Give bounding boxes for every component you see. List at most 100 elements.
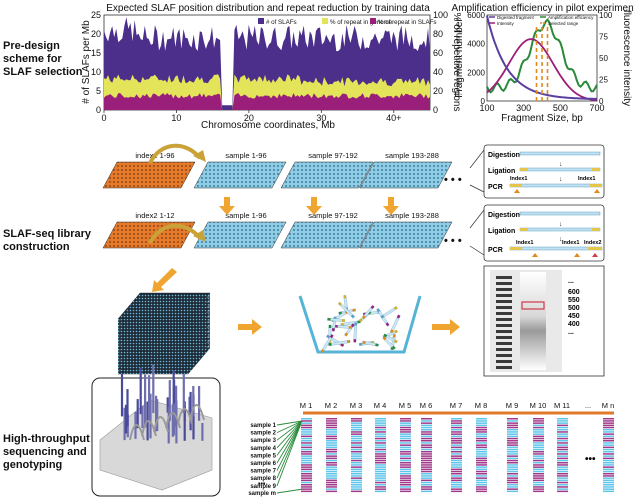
gel-ladder-band: [496, 324, 512, 327]
genotype-cell: [451, 464, 462, 466]
sample-connector-1: [276, 420, 303, 434]
panel2-primer-1: [532, 253, 538, 257]
genotype-cell: [451, 422, 462, 424]
genotype-cell: [301, 475, 312, 477]
genotype-cell: [421, 433, 432, 435]
genotype-cell: [533, 459, 544, 462]
genotype-cell: [326, 488, 337, 490]
sample-connector-0: [276, 420, 303, 426]
flowcell-cluster: [156, 399, 159, 431]
genotype-cell: [400, 481, 411, 484]
genotype-cell: [351, 444, 362, 446]
marker-label-7: M 8: [475, 401, 488, 410]
genotype-cell: [603, 453, 614, 455]
genotype-cell: [603, 451, 614, 453]
genotype-cell: [603, 464, 614, 466]
genotype-cell: [533, 446, 544, 449]
genotype-cell: [301, 422, 312, 424]
genotype-cell: [507, 479, 518, 482]
chart2-ytick-right-2: 50: [599, 54, 608, 63]
genotype-cell: [375, 470, 386, 473]
genotype-cell: [301, 473, 312, 475]
plate-row2-label-0: index2 1-12: [135, 211, 174, 220]
genotype-cell: [476, 444, 487, 446]
chart2-xtick-0: 100: [479, 103, 494, 113]
marker-label-6: M 7: [450, 401, 463, 410]
flowcell-cluster: [124, 404, 128, 434]
genotype-cell: [557, 473, 568, 475]
genotype-cell: [557, 435, 568, 438]
genotype-cell: [603, 433, 614, 435]
sample-label-last: sample m: [248, 491, 276, 497]
genotype-cell: [400, 420, 411, 422]
plate-row2-0: [102, 221, 196, 249]
genotype-cell: [476, 490, 487, 493]
gel-ladder-band: [496, 306, 512, 309]
genotype-cell: [476, 466, 487, 468]
genotype-cell: [451, 446, 462, 449]
genotype-cell: [557, 481, 568, 484]
curved-arrow-row2: [148, 223, 202, 244]
chart2-ytick-0: 0: [481, 97, 486, 106]
genotype-cell: [421, 418, 432, 420]
panel1-index1-right: Index1: [578, 176, 595, 182]
genotype-cell: [326, 479, 337, 482]
genotype-cell: [533, 444, 544, 446]
genotype-cell: [400, 459, 411, 462]
marker-label-11: ...: [585, 401, 591, 410]
genotype-cell: [326, 431, 337, 433]
genotype-cell: [603, 426, 614, 429]
genotype-cell: [476, 473, 487, 475]
genotype-cell: [326, 435, 337, 438]
flowcell-cluster: [136, 399, 139, 429]
genotype-cell: [301, 420, 312, 422]
dna-fragment: [334, 324, 352, 329]
flowcell-cluster: [201, 423, 204, 441]
genotype-cell: [375, 418, 386, 420]
genotype-cell: [507, 446, 518, 449]
genotype-cell: [375, 455, 386, 457]
sample-label-2: sample 3: [250, 438, 276, 444]
genotype-cell: [507, 464, 518, 466]
genotype-cell: [301, 451, 312, 453]
genotype-cell: [351, 435, 362, 438]
panel1-ligation: Ligation: [488, 168, 515, 175]
genotype-cell: [476, 446, 487, 449]
genotype-cell: [603, 481, 614, 484]
genotype-cell: [507, 484, 518, 486]
genotype-cell: [476, 448, 487, 451]
genotype-cell: [557, 431, 568, 433]
genotype-cell: [421, 490, 432, 493]
chart1-xtick-2: 20: [244, 113, 254, 123]
genotype-cell: [603, 442, 614, 444]
genotype-cell: [301, 481, 312, 484]
genotype-cell: [351, 464, 362, 466]
marker-label-1: M 2: [325, 401, 338, 410]
genotype-cell: [533, 429, 544, 431]
sample-connector-8: [276, 420, 303, 486]
down-arrow-2: [306, 197, 322, 215]
sample-connector-6: [276, 420, 303, 471]
genotype-cell: [476, 457, 487, 460]
genotype-cell: [400, 475, 411, 477]
genotype-cell: [507, 426, 518, 429]
gel-ladder-band: [496, 294, 512, 297]
flowcell-cluster: [192, 386, 195, 417]
genotype-cell: [451, 459, 462, 462]
genotype-cell: [507, 420, 518, 422]
dna-fragment: [340, 320, 361, 327]
genotype-cell: [451, 473, 462, 475]
panel2-adapter-r: [592, 228, 600, 231]
genotype-cell: [557, 433, 568, 435]
panel1-down-arrow: ↓: [559, 161, 563, 168]
genotype-cell: [533, 451, 544, 453]
genotype-cell: [557, 455, 568, 457]
gel-ladder-band: [496, 360, 512, 363]
curved-arrow-row1: [148, 143, 202, 164]
down-arrow-1: [219, 197, 235, 215]
genotype-cell: [301, 457, 312, 460]
genotype-cell: [326, 455, 337, 457]
genotype-cell: [533, 477, 544, 479]
